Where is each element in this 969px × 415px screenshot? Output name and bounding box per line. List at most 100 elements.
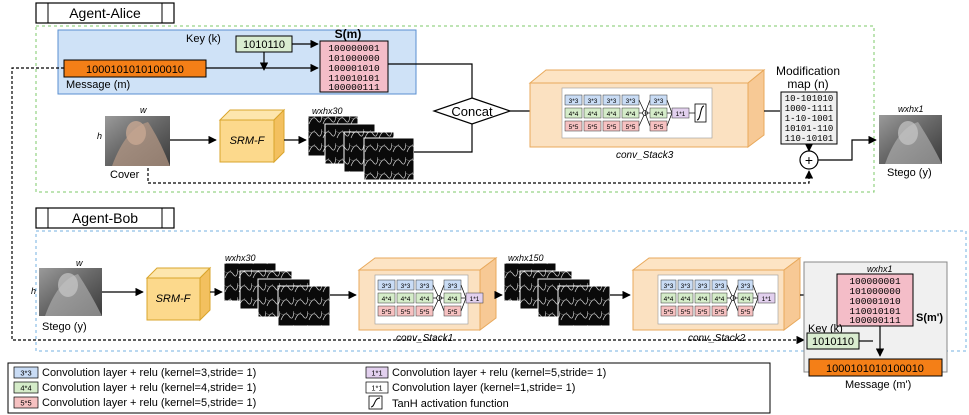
bob-feature-maps-2 bbox=[503, 262, 611, 327]
bob-s-row: 100000001 bbox=[849, 276, 901, 287]
stack2-cell bbox=[660, 292, 677, 304]
stack1-cell bbox=[396, 279, 415, 291]
mod-row: 10101-110 bbox=[785, 124, 834, 134]
bob-key-value: 1010110 bbox=[812, 336, 854, 348]
mod-row: 1000-1111 bbox=[785, 104, 834, 114]
stack1-label: conv_Stack1 bbox=[396, 333, 453, 344]
mod-title-2: map (n) bbox=[787, 77, 828, 91]
tanh-curve bbox=[696, 105, 705, 121]
layer-connector bbox=[460, 297, 467, 312]
stack3-cell bbox=[583, 107, 602, 119]
alice-feature-maps bbox=[307, 115, 415, 181]
layer-connector bbox=[732, 284, 739, 299]
stack2-cell bbox=[694, 279, 711, 291]
bob-message-box bbox=[808, 358, 943, 377]
legend-item: TanH activation function bbox=[368, 395, 509, 410]
alice-s-row: 100000111 bbox=[328, 82, 380, 93]
stack1-cell bbox=[377, 305, 396, 317]
stack1-cell bbox=[396, 292, 415, 304]
legend-text: Convolution layer (kernel=1,stride= 1) bbox=[392, 382, 575, 394]
stack1-kernel-label: 4*4 bbox=[448, 296, 458, 303]
legend-text: Convolution layer + relu (kernel=5,strid… bbox=[392, 367, 606, 379]
stack3-kernel-label: 4*4 bbox=[588, 111, 598, 118]
cover-image bbox=[105, 116, 170, 166]
stack3-kernel-label: 1*1 bbox=[676, 111, 686, 118]
legend-text: Convolution layer + relu (kernel=3,strid… bbox=[42, 367, 256, 379]
cover-label: Cover bbox=[110, 169, 140, 181]
stack2-kernel-label: 3*3 bbox=[698, 283, 708, 290]
stack2-kernel-label: 3*3 bbox=[715, 283, 725, 290]
alice-s-matrix bbox=[319, 40, 389, 93]
legend-item: 3*3 Convolution layer + relu (kernel=3,s… bbox=[13, 366, 256, 379]
stack3-cell bbox=[564, 94, 583, 106]
bob-s-label: S(m') bbox=[916, 312, 943, 324]
stack1-kernel-label: 3*3 bbox=[401, 283, 411, 290]
alice-title: Agent-Alice bbox=[69, 5, 141, 21]
layer-connector bbox=[666, 99, 673, 114]
stack3-cell bbox=[583, 94, 602, 106]
mod-map-box bbox=[780, 91, 838, 145]
stack2-kernel-label: 1*1 bbox=[762, 296, 772, 303]
legend-tag: 4*4 bbox=[20, 384, 31, 393]
bob-s-row: 100000111 bbox=[849, 315, 901, 326]
bob-feat1-dim: wxhx30 bbox=[225, 253, 256, 263]
stack3-cell bbox=[602, 94, 621, 106]
stack3-kernel-label: 3*3 bbox=[607, 98, 617, 105]
stack1-kernel-label: 4*4 bbox=[382, 296, 392, 303]
stack3-label: conv_Stack3 bbox=[616, 150, 674, 161]
legend-text: TanH activation function bbox=[392, 398, 509, 410]
layer-connector bbox=[752, 297, 759, 312]
legend-tag: 1*1 bbox=[371, 369, 382, 378]
layer-connector bbox=[438, 297, 445, 312]
bob-stego-dim-w: w bbox=[76, 258, 83, 268]
stack2-kernel-label: 4*4 bbox=[698, 296, 708, 303]
stack2-cell bbox=[660, 279, 677, 291]
alice-key-value: 1010110 bbox=[243, 39, 285, 51]
mod-row: 1-10-1001 bbox=[785, 114, 834, 124]
mod-row: 10-101010 bbox=[785, 94, 834, 104]
bob-s-row: 101000000 bbox=[849, 286, 901, 297]
alice-s-row: 101000000 bbox=[328, 53, 380, 64]
cover-dim-w: w bbox=[140, 105, 147, 115]
stack2-kernel-label: 5*5 bbox=[681, 309, 691, 316]
alice-srm-cube: SRM-F bbox=[218, 108, 286, 164]
s-to-concat-line bbox=[388, 63, 473, 98]
stack3-kernel-label: 3*3 bbox=[569, 98, 579, 105]
legend-box bbox=[7, 362, 771, 414]
stack2-cell bbox=[677, 305, 694, 317]
layer-connector bbox=[644, 112, 651, 127]
bob-feat2-dim: wxhx150 bbox=[508, 253, 544, 263]
tanh-icon bbox=[368, 395, 383, 410]
stack1-kernel-label: 3*3 bbox=[448, 283, 458, 290]
alice-title-box: Agent-Alice bbox=[35, 2, 175, 24]
layer-connector bbox=[460, 284, 467, 299]
stack1-kernel-label: 3*3 bbox=[382, 283, 392, 290]
stack1-kernel-label: 5*5 bbox=[420, 309, 430, 316]
stack3-kernel-label: 5*5 bbox=[654, 124, 664, 131]
concat-label: Concat bbox=[451, 104, 493, 119]
stack2-kernel-label: 5*5 bbox=[698, 309, 708, 316]
stack2-cell bbox=[660, 305, 677, 317]
stack1-cell bbox=[465, 292, 484, 304]
stack3-kernel-label: 4*4 bbox=[607, 111, 617, 118]
stack3-kernel-label: 4*4 bbox=[654, 111, 664, 118]
bob-stego-label: Stego (y) bbox=[42, 321, 87, 333]
bob-out-dim: wxhx1 bbox=[867, 264, 893, 274]
stack3-cell bbox=[602, 107, 621, 119]
legend-item: 4*4 Convolution layer + relu (kernel=4,s… bbox=[13, 381, 256, 394]
stack3-kernel-label: 5*5 bbox=[588, 124, 598, 131]
bob-boundary bbox=[35, 230, 967, 352]
bob-s-matrix bbox=[836, 273, 914, 327]
plus-to-stego-arrow bbox=[818, 135, 877, 161]
legend-tag: 1*1 bbox=[371, 384, 382, 393]
bob-srm-label: SRM-F bbox=[156, 293, 192, 305]
bob-message-value: 1000101010100010 bbox=[826, 363, 924, 375]
stack1-kernel-label: 3*3 bbox=[420, 283, 430, 290]
bob-key-label: Key (k) bbox=[808, 323, 843, 335]
stack2-cell bbox=[677, 292, 694, 304]
alice-srm-label: SRM-F bbox=[230, 135, 266, 147]
stack1-kernel-label: 4*4 bbox=[401, 296, 411, 303]
legend-tag: 3*3 bbox=[20, 369, 31, 378]
